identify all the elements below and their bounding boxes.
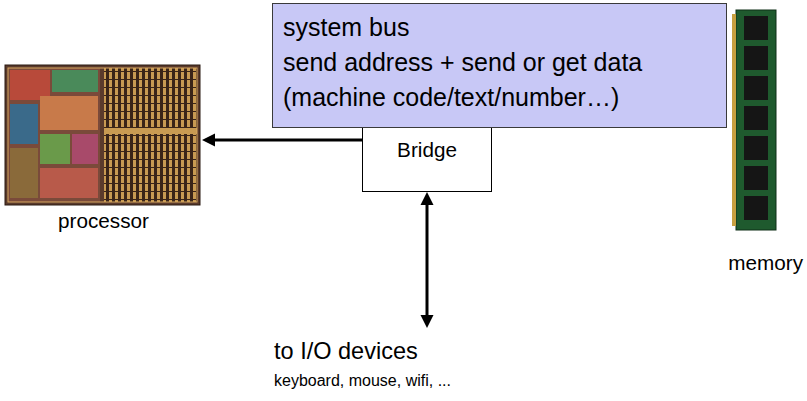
memory-stick xyxy=(732,10,776,230)
callout-box: system bussend address + send or get dat… xyxy=(272,3,727,128)
processor-die xyxy=(5,65,200,205)
node-label: processor xyxy=(5,208,202,234)
node-label: system bus xyxy=(283,10,716,45)
bus-arrow xyxy=(202,134,362,147)
node-sublabel: send address + send or get data xyxy=(283,45,716,80)
node-sublabel: keyboard, mouse, wifi, ... xyxy=(274,370,614,392)
node-sublabel: (machine code/text/number…) xyxy=(283,80,716,115)
node-label: memory xyxy=(712,250,803,276)
node-label: to I/O devices xyxy=(274,336,614,366)
node-label: Bridge xyxy=(363,137,491,163)
bus-arrow xyxy=(421,192,434,328)
processor-chip: processor xyxy=(5,62,202,234)
io-devices: to I/O devices keyboard, mouse, wifi, ... xyxy=(274,328,614,394)
